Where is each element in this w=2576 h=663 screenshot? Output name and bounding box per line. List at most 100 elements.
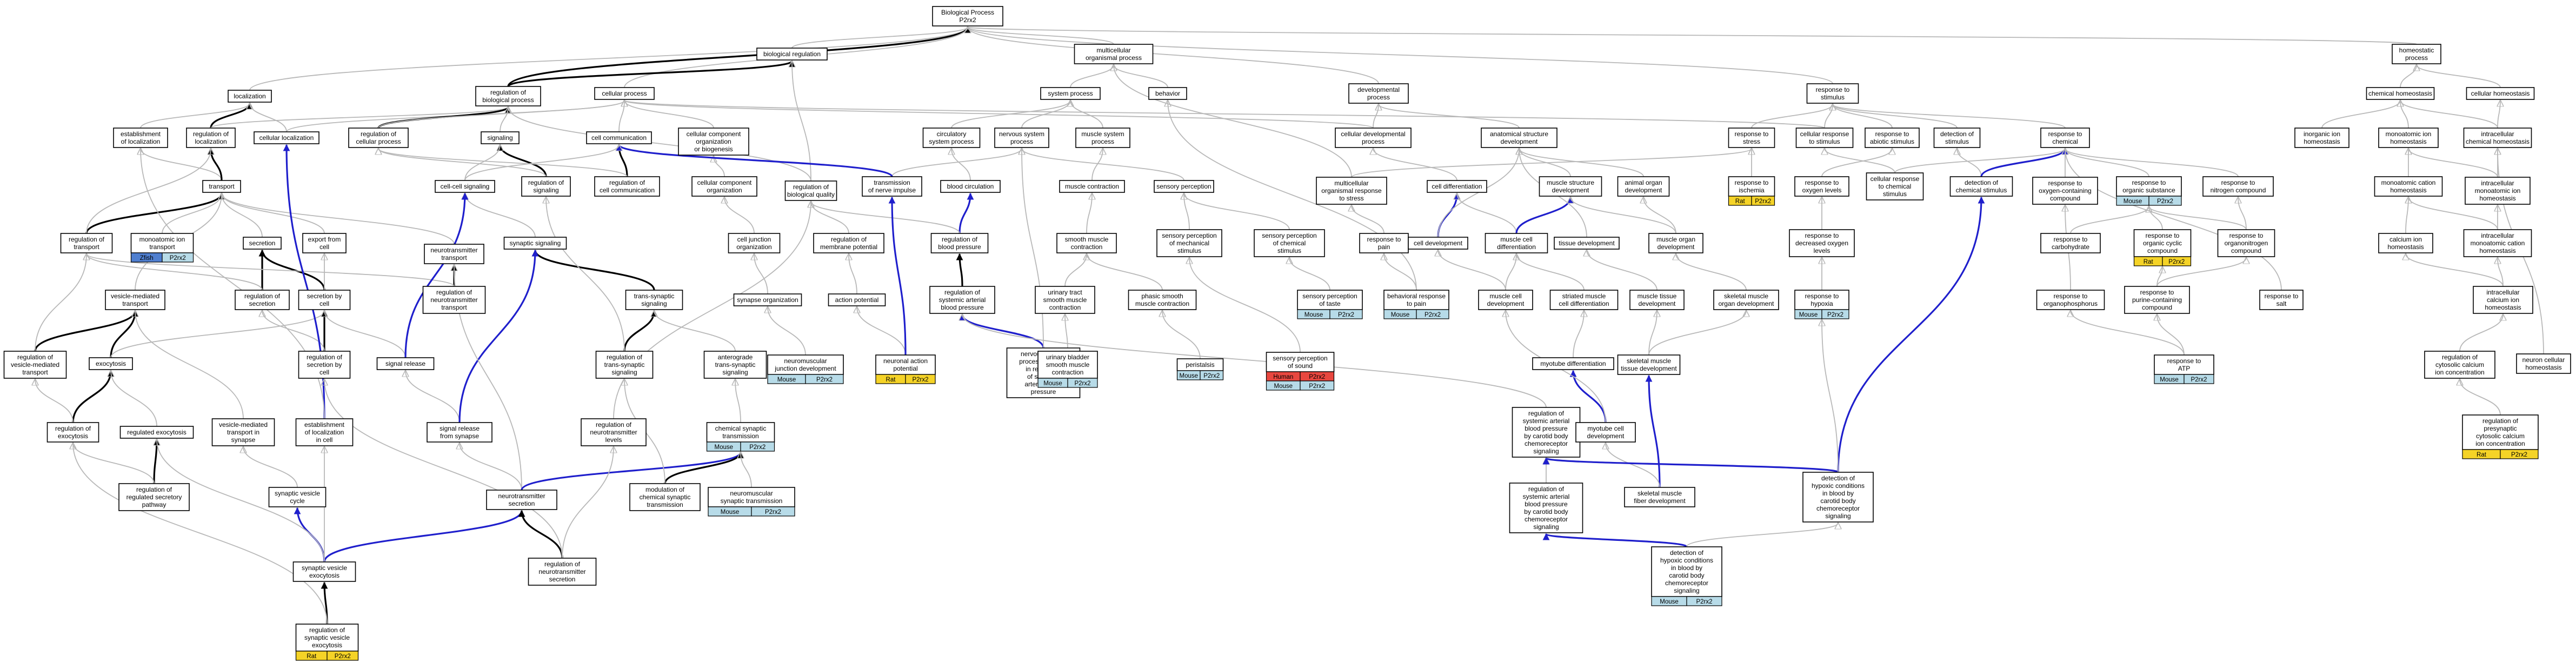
go-term-localization[interactable]: localization [228,90,272,103]
go-term-myotubediff[interactable]: myotube differentiation [1532,357,1614,370]
go-term-chemhomeo[interactable]: chemical homeostasis [2366,87,2435,100]
go-term-cellloc[interactable]: cellular localization [254,131,319,144]
go-term-tissuedev[interactable]: tissue development [1554,237,1620,250]
go-term-signaling[interactable]: signaling [481,131,520,144]
go-term-bloodcirc[interactable]: blood circulation [940,180,1001,193]
go-term-cellproc[interactable]: cellular process [594,87,655,100]
go-term-cellcomm[interactable]: cell communication [586,131,652,144]
go-term-musclecontr[interactable]: muscle contraction [1059,180,1125,193]
go-term-secretion[interactable]: secretion [243,237,282,250]
go-term-signalrelease[interactable]: signal release [376,357,435,370]
go-term-celldiff[interactable]: cell differentiation [1427,180,1487,193]
go-term-synapseorg[interactable]: synapse organization [733,293,802,306]
go-term-regulatedexo[interactable]: regulated exocytosis [119,426,194,439]
go-term-actionpot[interactable]: action potential [828,293,886,306]
go-term-behavior[interactable]: behavior [1148,87,1187,100]
go-term-sensperc[interactable]: sensory perception [1154,180,1214,193]
go-term-synsig[interactable]: synaptic signaling [503,237,567,250]
go-term-exocytosis[interactable]: exocytosis [89,357,133,370]
